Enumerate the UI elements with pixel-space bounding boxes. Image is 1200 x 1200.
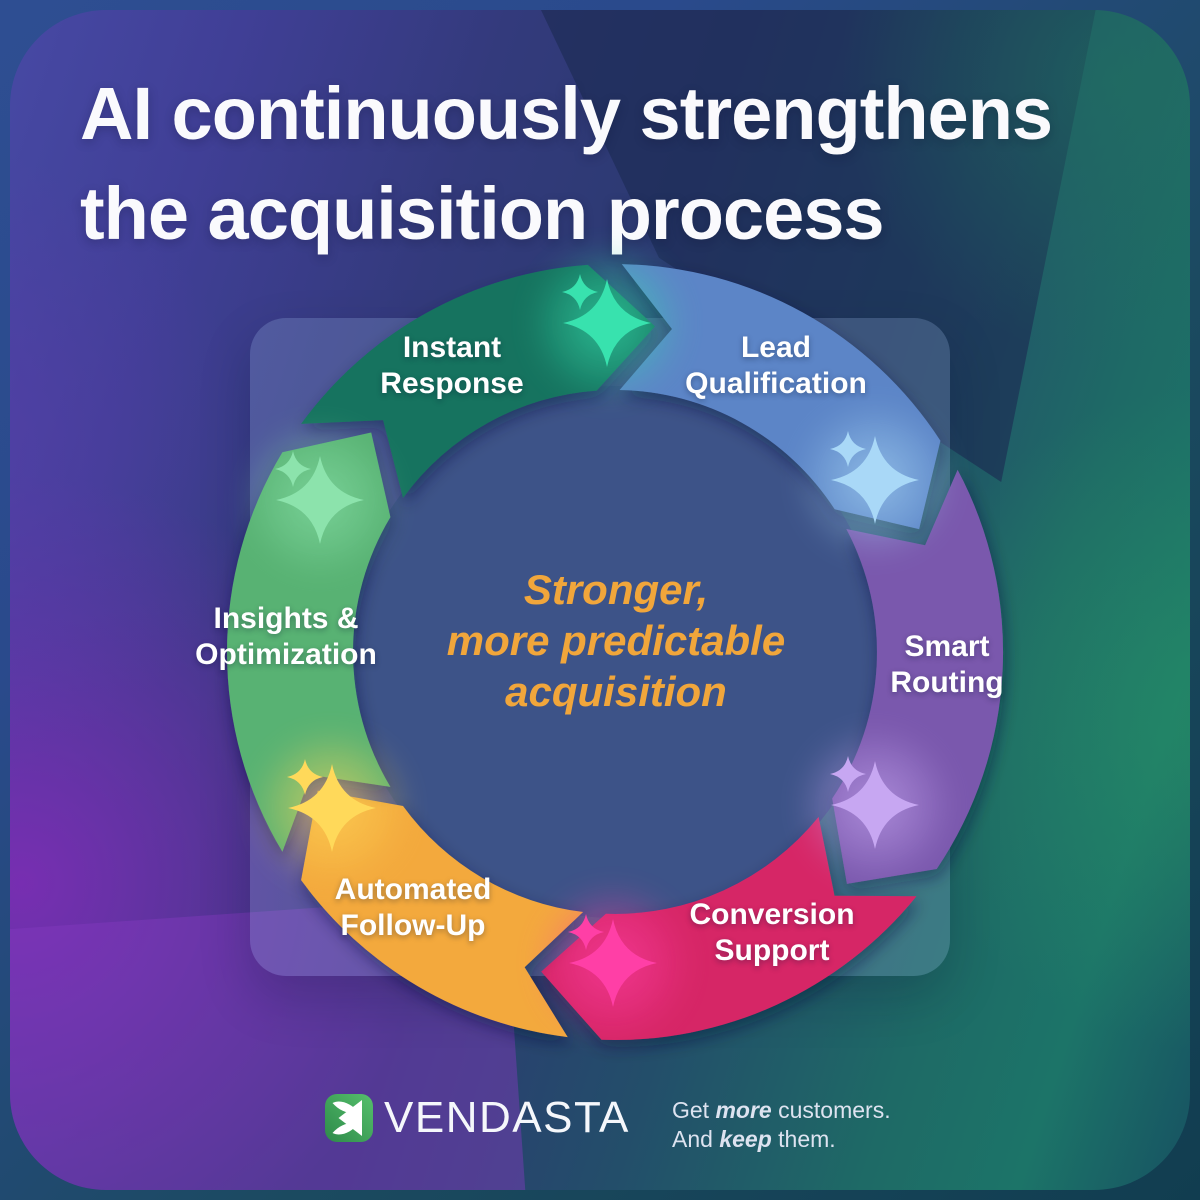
sparkle-icon-insights-optimization xyxy=(276,456,364,544)
segment-label-conversion-support: Conversion Support xyxy=(689,898,855,967)
segment-label-lead-qualification: Lead Qualification xyxy=(685,331,867,400)
footer-tagline-line2: And keep them. xyxy=(672,1126,836,1152)
sparkle-small-icon-insights-optimization xyxy=(275,451,311,487)
sparkle-icon-automated-follow-up xyxy=(288,764,376,852)
center-disk xyxy=(349,386,881,918)
footer: VENDASTA Get more customers. And keep th… xyxy=(0,1080,1200,1170)
footer-tagline: Get more customers. And keep them. xyxy=(672,1096,891,1154)
sparkle-icon-conversion-support xyxy=(569,919,657,1007)
segment-label-instant-response: Instant Response xyxy=(380,331,524,400)
page-title: AI continuously strengthens the acquisit… xyxy=(80,64,1160,264)
segment-label-insights-optimization: Insights & Optimization xyxy=(195,602,377,671)
sparkle-icon-lead-qualification xyxy=(831,436,919,524)
vendasta-logo-icon xyxy=(325,1094,373,1142)
center-statement: Stronger, more predictable acquisition xyxy=(446,566,786,716)
sparkle-small-icon-lead-qualification xyxy=(830,431,866,467)
sparkle-small-icon-smart-routing xyxy=(830,756,866,792)
sparkle-small-icon-instant-response xyxy=(562,274,598,310)
vendasta-wordmark: VENDASTA xyxy=(384,1093,630,1142)
footer-tagline-line1: Get more customers. xyxy=(672,1097,891,1123)
sparkle-small-icon-automated-follow-up xyxy=(287,759,323,795)
segment-label-smart-routing: Smart Routing xyxy=(890,630,1004,699)
page-title-line2: the acquisition process xyxy=(80,172,885,255)
sparkle-icon-instant-response xyxy=(563,279,651,367)
sparkle-icon-smart-routing xyxy=(831,761,919,849)
page-title-line1: AI continuously strengthens xyxy=(80,72,1053,155)
sparkle-small-icon-conversion-support xyxy=(568,914,604,950)
segment-label-automated-follow-up: Automated Follow-Up xyxy=(334,873,492,942)
